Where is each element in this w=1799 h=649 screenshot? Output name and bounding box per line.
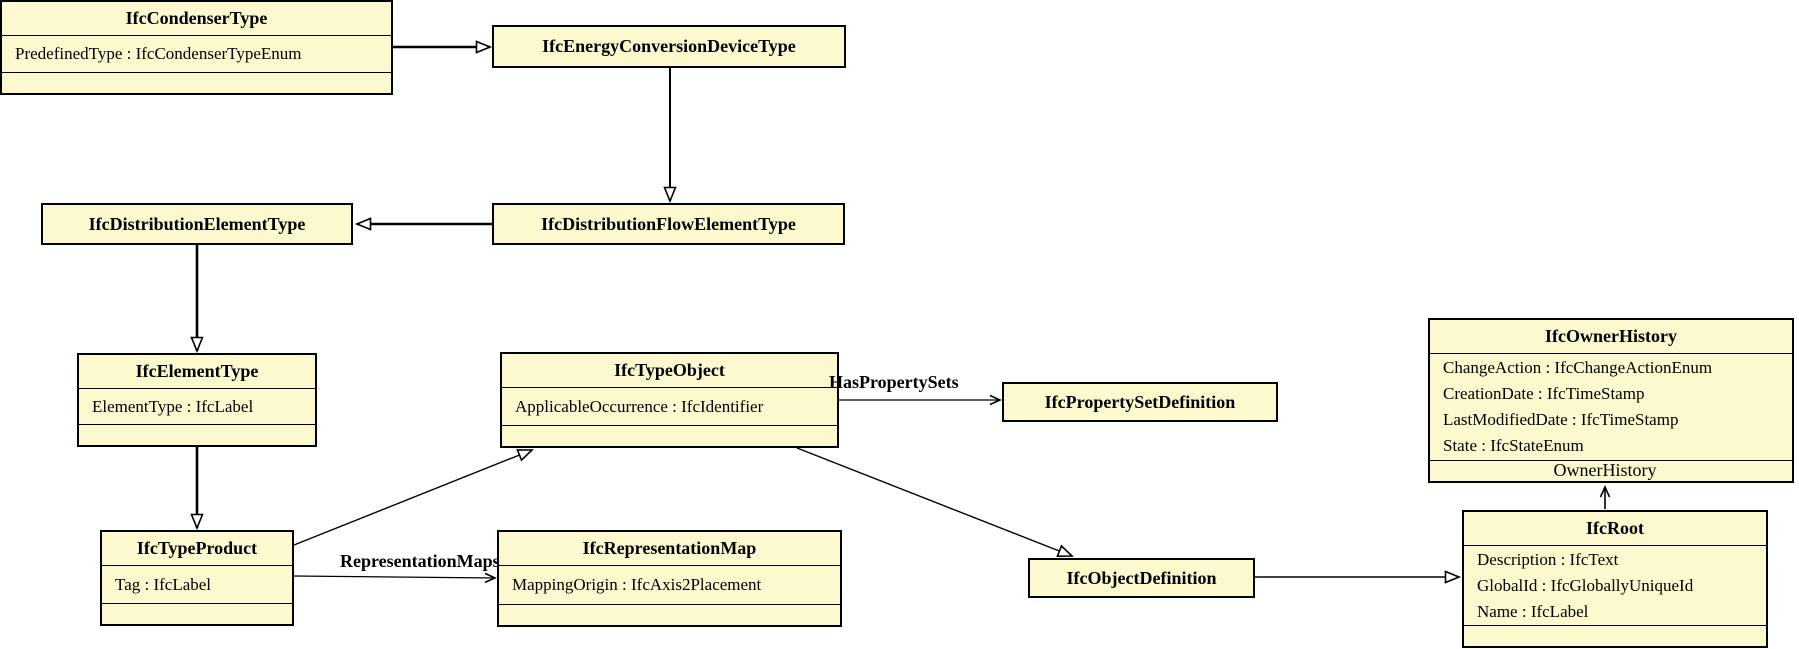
class-title: IfcObjectDefinition: [1066, 567, 1217, 588]
attribute: State : IfcStateEnum: [1443, 436, 1584, 455]
class-title: IfcRoot: [1586, 518, 1644, 538]
class-box-ifcownerhistory[interactable]: IfcOwnerHistory ChangeAction : IfcChange…: [1428, 318, 1794, 483]
class-box-ifcobjectdefinition[interactable]: IfcObjectDefinition: [1028, 558, 1255, 598]
empty-compartment: [79, 424, 315, 445]
empty-compartment: [2, 72, 391, 93]
attribute: GlobalId : IfcGloballyUniqueId: [1477, 575, 1694, 595]
attribute: Name : IfcLabel: [1477, 601, 1589, 621]
class-title: IfcDistributionElementType: [88, 213, 306, 234]
class-box-ifcdistributionflowelementtype[interactable]: IfcDistributionFlowElementType: [492, 203, 845, 245]
edge-label-ownerhistory: OwnerHistory: [1553, 460, 1657, 480]
class-title: IfcPropertySetDefinition: [1044, 391, 1236, 412]
class-title: IfcCondenserType: [125, 8, 268, 28]
class-box-ifcenergyconversiondevicetype[interactable]: IfcEnergyConversionDeviceType: [492, 25, 846, 68]
class-box-ifcrepresentationmap[interactable]: IfcRepresentationMap MappingOrigin : Ifc…: [497, 530, 842, 627]
class-attributes: ApplicableOccurrence : IfcIdentifier: [502, 387, 837, 425]
attribute: ChangeAction : IfcChangeActionEnum: [1443, 358, 1713, 377]
attribute: PredefinedType : IfcCondenserTypeEnum: [15, 44, 302, 63]
class-box-ifctypeproduct[interactable]: IfcTypeProduct Tag : IfcLabel: [100, 530, 294, 626]
class-box-ifcpropertysetdefinition[interactable]: IfcPropertySetDefinition: [1002, 382, 1278, 422]
class-attributes: Tag : IfcLabel: [102, 565, 292, 603]
class-title: IfcTypeObject: [614, 360, 725, 380]
class-attributes: Description : IfcText GlobalId : IfcGlob…: [1464, 545, 1766, 625]
class-attributes: ChangeAction : IfcChangeActionEnum Creat…: [1430, 353, 1792, 460]
attribute: ElementType : IfcLabel: [92, 396, 254, 416]
class-box-ifccondensertype[interactable]: IfcCondenserType PredefinedType : IfcCon…: [0, 0, 393, 95]
class-title: IfcDistributionFlowElementType: [541, 213, 796, 234]
attribute: Tag : IfcLabel: [115, 574, 212, 594]
class-title: IfcRepresentationMap: [582, 538, 757, 558]
class-box-ifcelementtype[interactable]: IfcElementType ElementType : IfcLabel: [77, 353, 317, 447]
attribute: CreationDate : IfcTimeStamp: [1443, 384, 1645, 403]
empty-compartment: [1464, 625, 1766, 646]
class-title: IfcTypeProduct: [136, 538, 258, 558]
attribute: LastModifiedDate : IfcTimeStamp: [1443, 410, 1679, 429]
edge-label-haspropertysets: HasPropertySets: [829, 372, 959, 392]
class-title: IfcElementType: [135, 361, 259, 381]
empty-compartment: [499, 604, 840, 625]
class-attributes: MappingOrigin : IfcAxis2Placement: [499, 565, 840, 604]
class-title: IfcOwnerHistory: [1545, 326, 1677, 346]
empty-compartment: [102, 603, 292, 624]
class-box-ifcdistributionelementtype[interactable]: IfcDistributionElementType: [41, 203, 353, 245]
attribute: ApplicableOccurrence : IfcIdentifier: [515, 396, 764, 416]
attribute: MappingOrigin : IfcAxis2Placement: [512, 575, 762, 594]
class-box-ifcroot[interactable]: IfcRoot Description : IfcText GlobalId :…: [1462, 510, 1768, 648]
class-attributes: PredefinedType : IfcCondenserTypeEnum: [2, 35, 391, 72]
edge-label-representationmaps: RepresentationMaps: [340, 551, 500, 571]
class-box-ifctypeobject[interactable]: IfcTypeObject ApplicableOccurrence : Ifc…: [500, 352, 839, 448]
empty-compartment: [1430, 460, 1792, 481]
class-attributes: ElementType : IfcLabel: [79, 388, 315, 424]
class-title: IfcEnergyConversionDeviceType: [542, 36, 796, 56]
empty-compartment: [502, 425, 837, 446]
edge-representationmaps: [293, 572, 497, 584]
attribute: Description : IfcText: [1477, 549, 1619, 569]
